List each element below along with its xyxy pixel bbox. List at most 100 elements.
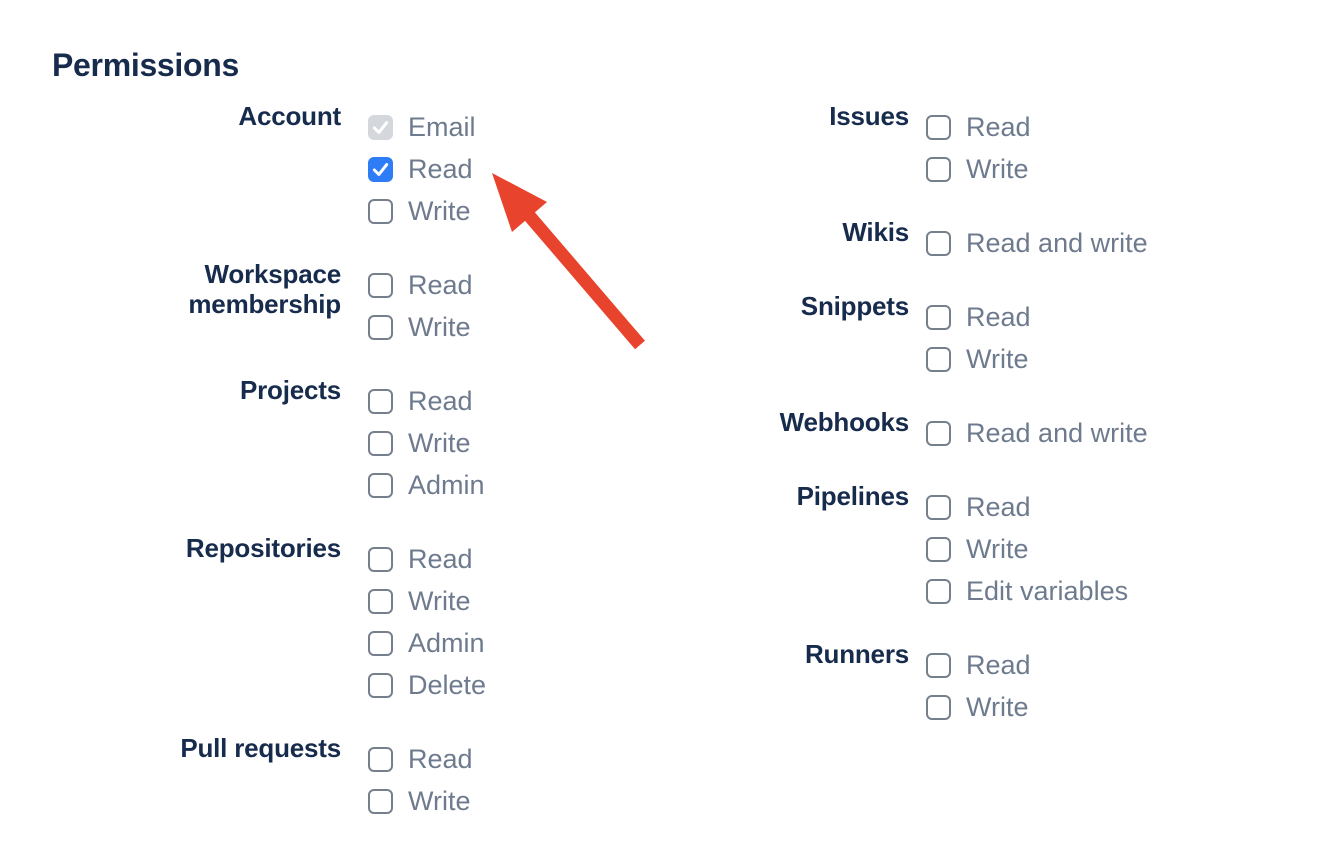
- permission-option-label: Write: [408, 312, 471, 342]
- checkbox-unchecked[interactable]: [926, 231, 951, 256]
- checkbox-checked[interactable]: [368, 157, 393, 182]
- checkbox-unchecked[interactable]: [368, 431, 393, 456]
- permission-option-row[interactable]: Write: [926, 692, 1031, 722]
- permission-option-row[interactable]: Read and write: [926, 228, 1148, 258]
- checkbox-unchecked[interactable]: [926, 347, 951, 372]
- permission-option-label: Admin: [408, 628, 485, 658]
- permission-option-row[interactable]: Read: [926, 304, 1031, 331]
- permission-option-row[interactable]: Read: [926, 492, 1128, 522]
- permission-option-label: Read: [408, 744, 473, 774]
- permission-option-label: Write: [408, 586, 471, 616]
- permission-option-label: Read: [966, 492, 1031, 522]
- annotation-arrow-shaft: [521, 207, 645, 350]
- checkbox-unchecked[interactable]: [368, 473, 393, 498]
- permission-option-label: Edit variables: [966, 576, 1129, 606]
- permission-option-row[interactable]: Read: [368, 270, 473, 300]
- checkbox-unchecked[interactable]: [368, 389, 393, 414]
- permission-option-row[interactable]: Write: [926, 154, 1031, 184]
- permission-option-row[interactable]: Read: [368, 156, 476, 183]
- checkbox-unchecked[interactable]: [368, 747, 393, 772]
- permission-option-label: Write: [966, 534, 1029, 564]
- checkbox-unchecked[interactable]: [926, 157, 951, 182]
- permission-option-row[interactable]: Read and write: [926, 418, 1148, 448]
- permission-option-label: Write: [966, 692, 1029, 722]
- checkbox-unchecked[interactable]: [926, 421, 951, 446]
- checkbox-unchecked[interactable]: [368, 547, 393, 572]
- permission-option-row[interactable]: Admin: [368, 628, 486, 658]
- permissions-heading: Permissions: [52, 47, 240, 83]
- permission-group-label: Account: [238, 101, 341, 131]
- permission-option-row: Email: [368, 114, 476, 141]
- permission-option-row[interactable]: Read: [368, 744, 473, 774]
- permission-option-label: Admin: [408, 470, 485, 500]
- checkbox-unchecked[interactable]: [926, 695, 951, 720]
- permission-group-label: Projects: [239, 375, 341, 405]
- permission-option-label: Read: [408, 544, 473, 574]
- permission-option-label: Read: [966, 650, 1031, 680]
- permission-option-label: Delete: [408, 670, 487, 700]
- permission-option-row[interactable]: Delete: [368, 670, 487, 700]
- permission-option-row[interactable]: Write: [368, 428, 485, 458]
- permission-option-row[interactable]: Read: [368, 544, 486, 574]
- permission-option-label: Write: [966, 344, 1029, 374]
- checkbox-unchecked[interactable]: [926, 579, 951, 604]
- permission-option-row[interactable]: Write: [368, 196, 476, 226]
- checkbox-unchecked[interactable]: [368, 631, 393, 656]
- annotation-arrow: [492, 173, 645, 350]
- permission-option-label: Read and write: [966, 418, 1148, 448]
- permission-option-label: Write: [408, 428, 471, 458]
- permission-option-label: Write: [408, 196, 471, 226]
- check-icon: [372, 163, 389, 176]
- permission-group-label: Snippets: [800, 291, 909, 321]
- permission-options: Read and write: [926, 418, 1148, 448]
- permission-group-label: Pull requests: [180, 733, 341, 763]
- permission-option-label: Read: [408, 386, 473, 416]
- checkbox-unchecked[interactable]: [368, 273, 393, 298]
- permission-option-row[interactable]: Write: [368, 586, 486, 616]
- permission-option-row[interactable]: Write: [926, 534, 1128, 564]
- permission-option-row[interactable]: Admin: [368, 470, 485, 500]
- permission-option-row[interactable]: Write: [368, 312, 473, 342]
- checkbox-unchecked[interactable]: [368, 673, 393, 698]
- permission-group-label: Workspace membership: [188, 259, 341, 319]
- permission-option-row[interactable]: Read: [926, 114, 1031, 141]
- checkbox-unchecked[interactable]: [368, 589, 393, 614]
- checkbox-unchecked[interactable]: [926, 495, 951, 520]
- checkbox-unchecked[interactable]: [926, 305, 951, 330]
- checkbox-unchecked[interactable]: [926, 115, 951, 140]
- checkbox-unchecked[interactable]: [368, 789, 393, 814]
- permission-option-label: Read and write: [966, 228, 1148, 258]
- checkbox-unchecked[interactable]: [368, 315, 393, 340]
- permission-option-label: Read: [408, 270, 473, 300]
- permission-option-row[interactable]: Read: [926, 650, 1031, 680]
- permission-option-label: Write: [966, 154, 1029, 184]
- checkbox-unchecked[interactable]: [926, 537, 951, 562]
- permission-options: Read and write: [926, 228, 1148, 258]
- permission-option-label: Write: [408, 786, 471, 816]
- permission-option-row[interactable]: Write: [368, 786, 473, 816]
- checkbox-unchecked[interactable]: [926, 653, 951, 678]
- permission-group-label: Wikis: [842, 217, 909, 247]
- permission-option-row[interactable]: Read: [368, 386, 485, 416]
- check-icon: [372, 121, 389, 134]
- checkbox-unchecked[interactable]: [368, 199, 393, 224]
- permission-group: Wikis Read and write: [745, 217, 1148, 258]
- permission-option-row[interactable]: Edit variables: [926, 576, 1129, 606]
- permission-option-row[interactable]: Write: [926, 344, 1031, 374]
